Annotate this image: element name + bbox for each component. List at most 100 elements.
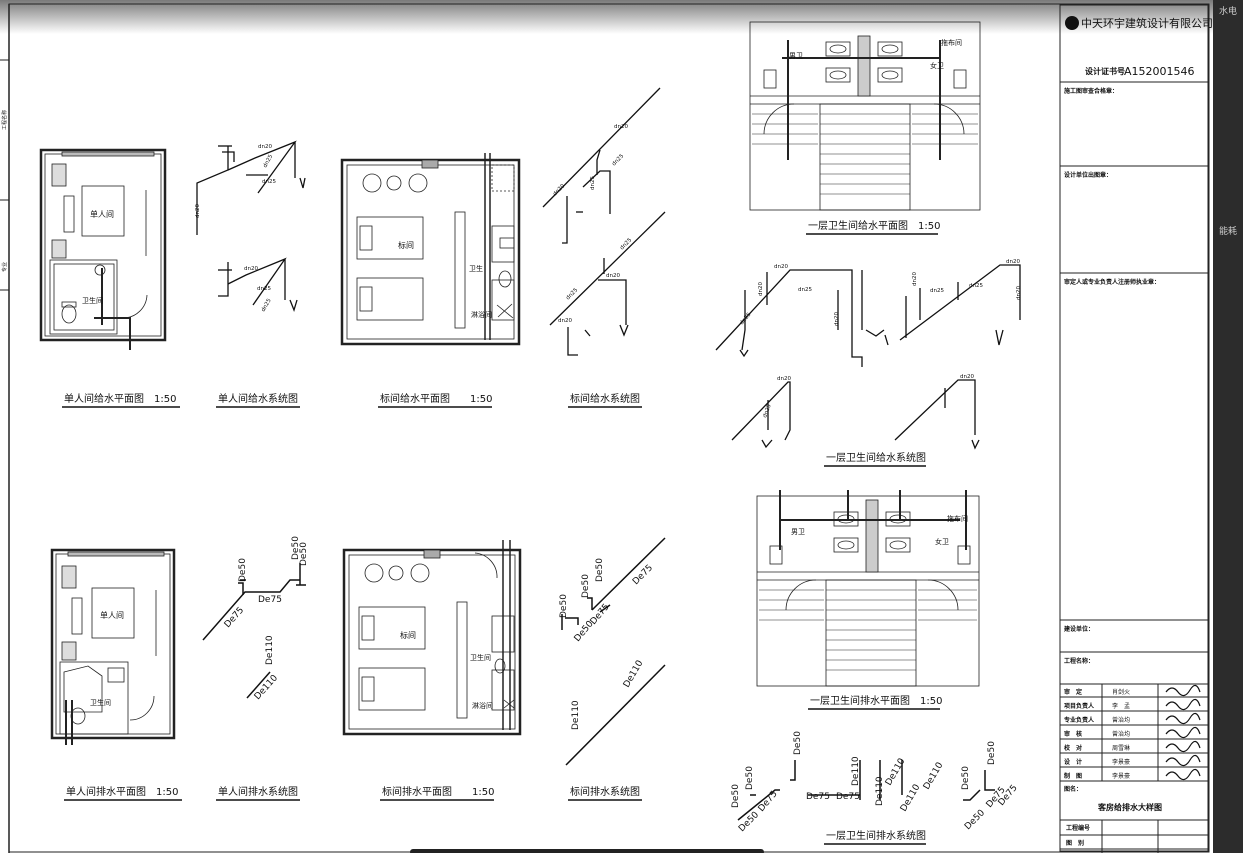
caption-toilet-supply-system: 一层卫生间给水系统图: [826, 451, 926, 464]
sign-name-6: 李景豪: [1112, 772, 1130, 780]
system-single-supply: [196, 140, 306, 312]
pipe-label-de110-e: De110: [851, 756, 861, 786]
company-name: 中天环宇建筑设计有限公司: [1081, 16, 1213, 30]
pipe-label-de50-n: De50: [963, 808, 987, 832]
signature-mark-2: [1165, 712, 1201, 725]
pipe-label-dn20-g: dn20: [558, 318, 572, 324]
room-label-shower-2: 淋浴间: [472, 701, 493, 710]
plan-toilet-supply: [749, 21, 981, 211]
signature-mark-3: [1165, 726, 1201, 739]
caption-std-drain-plan: 标间排水平面图 1:50: [382, 785, 494, 798]
system-toilet-supply: [715, 264, 1021, 450]
pipe-label-dn20-b: dn20: [195, 204, 201, 218]
caption-std-supply-plan: 标间给水平面图 1:50: [380, 392, 492, 405]
plan-std-supply: [340, 153, 521, 346]
room-label-mop-1: 拖布间: [941, 38, 962, 47]
cert-number: A152001546: [1124, 65, 1195, 78]
room-label-std-1: 标间: [398, 240, 414, 250]
sign-role-2: 专业负责人: [1064, 716, 1095, 724]
pipe-label-de50-d: De50: [581, 574, 591, 598]
caption-single-drain-system: 单人间排水系统图: [218, 785, 298, 798]
room-label-men-1: 男卫: [789, 52, 803, 60]
pipe-label-dn25-f: dn25: [611, 153, 625, 167]
pipe-label-de50-a: De50: [238, 558, 248, 582]
caption-single-drain-plan: 单人间排水平面图 1:50: [66, 785, 178, 798]
room-label-women-1: 女卫: [930, 61, 944, 70]
plan-single-supply: [39, 148, 167, 350]
review-stamp-label: 施工图审查合格章：: [1064, 87, 1118, 95]
design-stamp-label: 设计单位出图章：: [1064, 171, 1112, 179]
pipe-label-dn25-c: dn25: [257, 286, 271, 292]
pipe-label-de50-k: De50: [793, 731, 803, 755]
title-block: [1059, 4, 1209, 853]
sign-name-0: 肖剑火: [1112, 688, 1130, 696]
left-strip-label-2: 专业: [1, 262, 8, 272]
signature-rows: 审 定肖剑火项目负责人李 孟专业负责人曾治均审 核曾治均校 对周雪琳设 计李景豪…: [1064, 684, 1201, 781]
pipe-label-de75-a: De75: [258, 595, 282, 605]
project-label: 工程名称：: [1064, 657, 1094, 665]
caption-toilet-drain-plan: 一层卫生间排水平面图 1:50: [810, 694, 942, 707]
room-label-mop-2: 拖布间: [947, 514, 968, 523]
pipe-label-de75-f: De75: [806, 792, 830, 802]
plan-single-drain: [50, 548, 176, 745]
pipe-label-dn25-j: dn25: [739, 311, 753, 326]
sign-role-1: 项目负责人: [1064, 702, 1095, 710]
side-fragment-2: 能耗: [1219, 225, 1237, 237]
pipe-label-dn25-d: dn25: [261, 297, 273, 313]
pipe-label-de110-c: De110: [571, 700, 581, 730]
project-no-label: 工程编号: [1066, 824, 1090, 832]
pipe-label-de50-i: De50: [745, 766, 755, 790]
pipe-label-dn20-m: dn20: [1016, 286, 1022, 300]
pipe-label-de75-d: De75: [631, 563, 655, 587]
pipe-label-dn20-f: dn20: [606, 273, 620, 279]
pipe-label-dn20-j: dn20: [834, 312, 840, 326]
pipe-label-de50-f: De50: [559, 594, 569, 618]
viewer-top-shade: [0, 0, 1243, 34]
company-logo-icon: [1065, 16, 1079, 30]
sign-name-3: 曾治均: [1112, 730, 1130, 738]
drawing-name: 客房给排水大样图: [1097, 802, 1162, 812]
pipe-label-de50-m: De50: [987, 741, 997, 765]
drawing-name-label: 图名：: [1064, 785, 1082, 793]
pipe-label-de50-j: De50: [737, 810, 761, 834]
pipe-label-dn20-n: dn20: [777, 376, 791, 382]
pipe-label-de110-i: De110: [922, 761, 946, 792]
plan-std-drain: [342, 540, 522, 736]
sign-role-3: 审 核: [1064, 730, 1082, 738]
pipe-label-dn20-k: dn20: [1006, 259, 1020, 265]
room-label-bath-3: 卫生间: [470, 653, 491, 662]
pipe-label-dn25-a: dn25: [262, 153, 274, 169]
room-label-single-2: 单人间: [100, 610, 124, 620]
caption-single-supply-system: 单人间给水系统图: [218, 392, 298, 405]
caption-single-supply-plan: 单人间给水平面图 1:50: [64, 392, 176, 405]
signature-mark-6: [1165, 768, 1201, 781]
pipe-label-de110-g: De110: [884, 757, 908, 788]
room-label-shower-1: 淋浴间: [471, 310, 492, 319]
room-label-single-1: 单人间: [90, 209, 114, 219]
sign-name-1: 李 孟: [1112, 702, 1130, 710]
pipe-label-de75-g: De75: [836, 792, 860, 802]
pipe-label-de110-d: De110: [622, 659, 646, 690]
sign-name-5: 李景豪: [1112, 758, 1130, 766]
pipe-label-dn25-l: dn25: [969, 283, 983, 289]
pipe-label-de50-h: De50: [731, 784, 741, 808]
pipe-label-dn20-d: dn20: [614, 124, 628, 130]
cert-label: 设计证书号: [1085, 66, 1125, 76]
pipe-label-dn25-e: dn25: [590, 176, 596, 190]
pipe-label-dn20-c: dn20: [244, 266, 258, 272]
pipe-label-dn20-i: dn20: [758, 282, 764, 296]
caption-toilet-drain-system: 一层卫生间排水系统图: [826, 829, 926, 842]
signature-mark-0: [1165, 684, 1201, 697]
pipe-label-dn25-h: dn25: [565, 287, 579, 301]
room-label-bath2-1: 卫生: [469, 264, 483, 273]
pipe-label-dn20-o: dn20: [960, 374, 974, 380]
system-toilet-drain: [737, 760, 995, 821]
sign-name-2: 曾治均: [1112, 716, 1130, 724]
drawing-border: [8, 3, 1210, 853]
pipe-label-de110-a: De110: [265, 635, 275, 665]
room-label-women-2: 女卫: [935, 537, 949, 546]
pipe-label-dn20-a: dn20: [258, 144, 272, 150]
room-label-men-2: 男卫: [791, 528, 805, 536]
